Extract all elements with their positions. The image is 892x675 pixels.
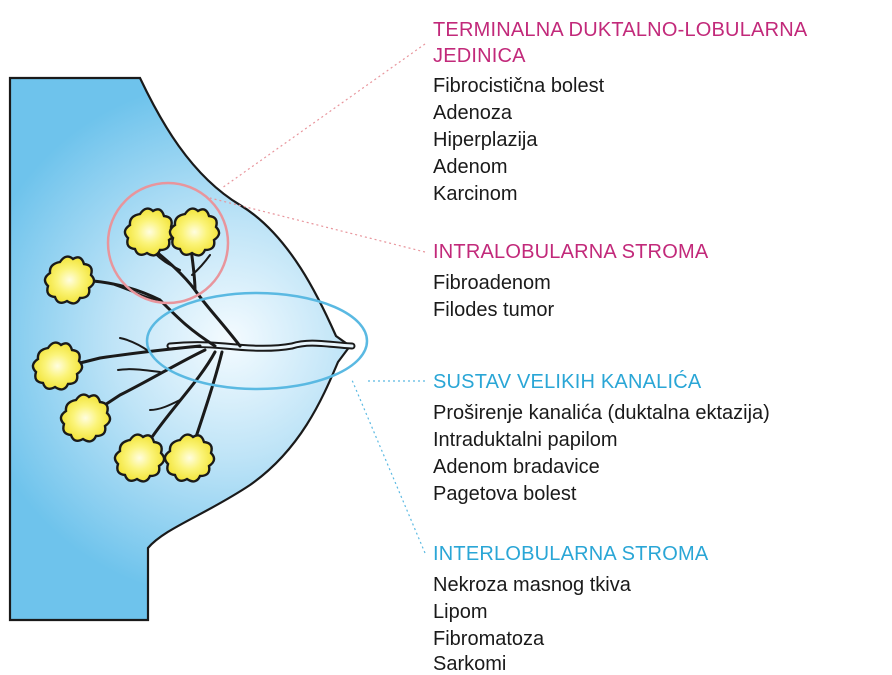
section-item: Fibrocistična bolest (433, 75, 605, 97)
section-item: Intraduktalni papilom (433, 429, 618, 451)
section-item: Nekroza masnog tkiva (433, 574, 632, 596)
section-3: SUSTAV VELIKIH KANALIĆA Proširenje kanal… (433, 370, 770, 505)
section-heading: INTERLOBULARNA STROMA (433, 543, 709, 565)
section-item: Sarkomi (433, 653, 506, 675)
section-item: Adenoza (433, 102, 513, 124)
section-4: INTERLOBULARNA STROMA Nekroza masnog tki… (433, 543, 709, 675)
section-heading: TERMINALNA DUKTALNO-LOBULARNA (433, 19, 808, 41)
section-item: Hiperplazija (433, 129, 538, 151)
section-heading: JEDINICA (433, 45, 526, 67)
section-item: Karcinom (433, 183, 517, 205)
section-1: TERMINALNA DUKTALNO-LOBULARNA JEDINICA F… (433, 19, 808, 205)
section-item: Adenom (433, 156, 508, 178)
section-item: Fibromatoza (433, 628, 545, 650)
section-2: INTRALOBULARNA STROMA Fibroadenom Filode… (433, 241, 709, 321)
section-item: Lipom (433, 601, 487, 623)
section-item: Adenom bradavice (433, 456, 600, 478)
section-item: Fibroadenom (433, 272, 551, 294)
section-heading: INTRALOBULARNA STROMA (433, 241, 709, 263)
section-heading: SUSTAV VELIKIH KANALIĆA (433, 370, 702, 393)
section-item: Pagetova bolest (433, 483, 577, 505)
section-item: Filodes tumor (433, 299, 554, 321)
section-item: Proširenje kanalića (duktalna ektazija) (433, 402, 770, 424)
